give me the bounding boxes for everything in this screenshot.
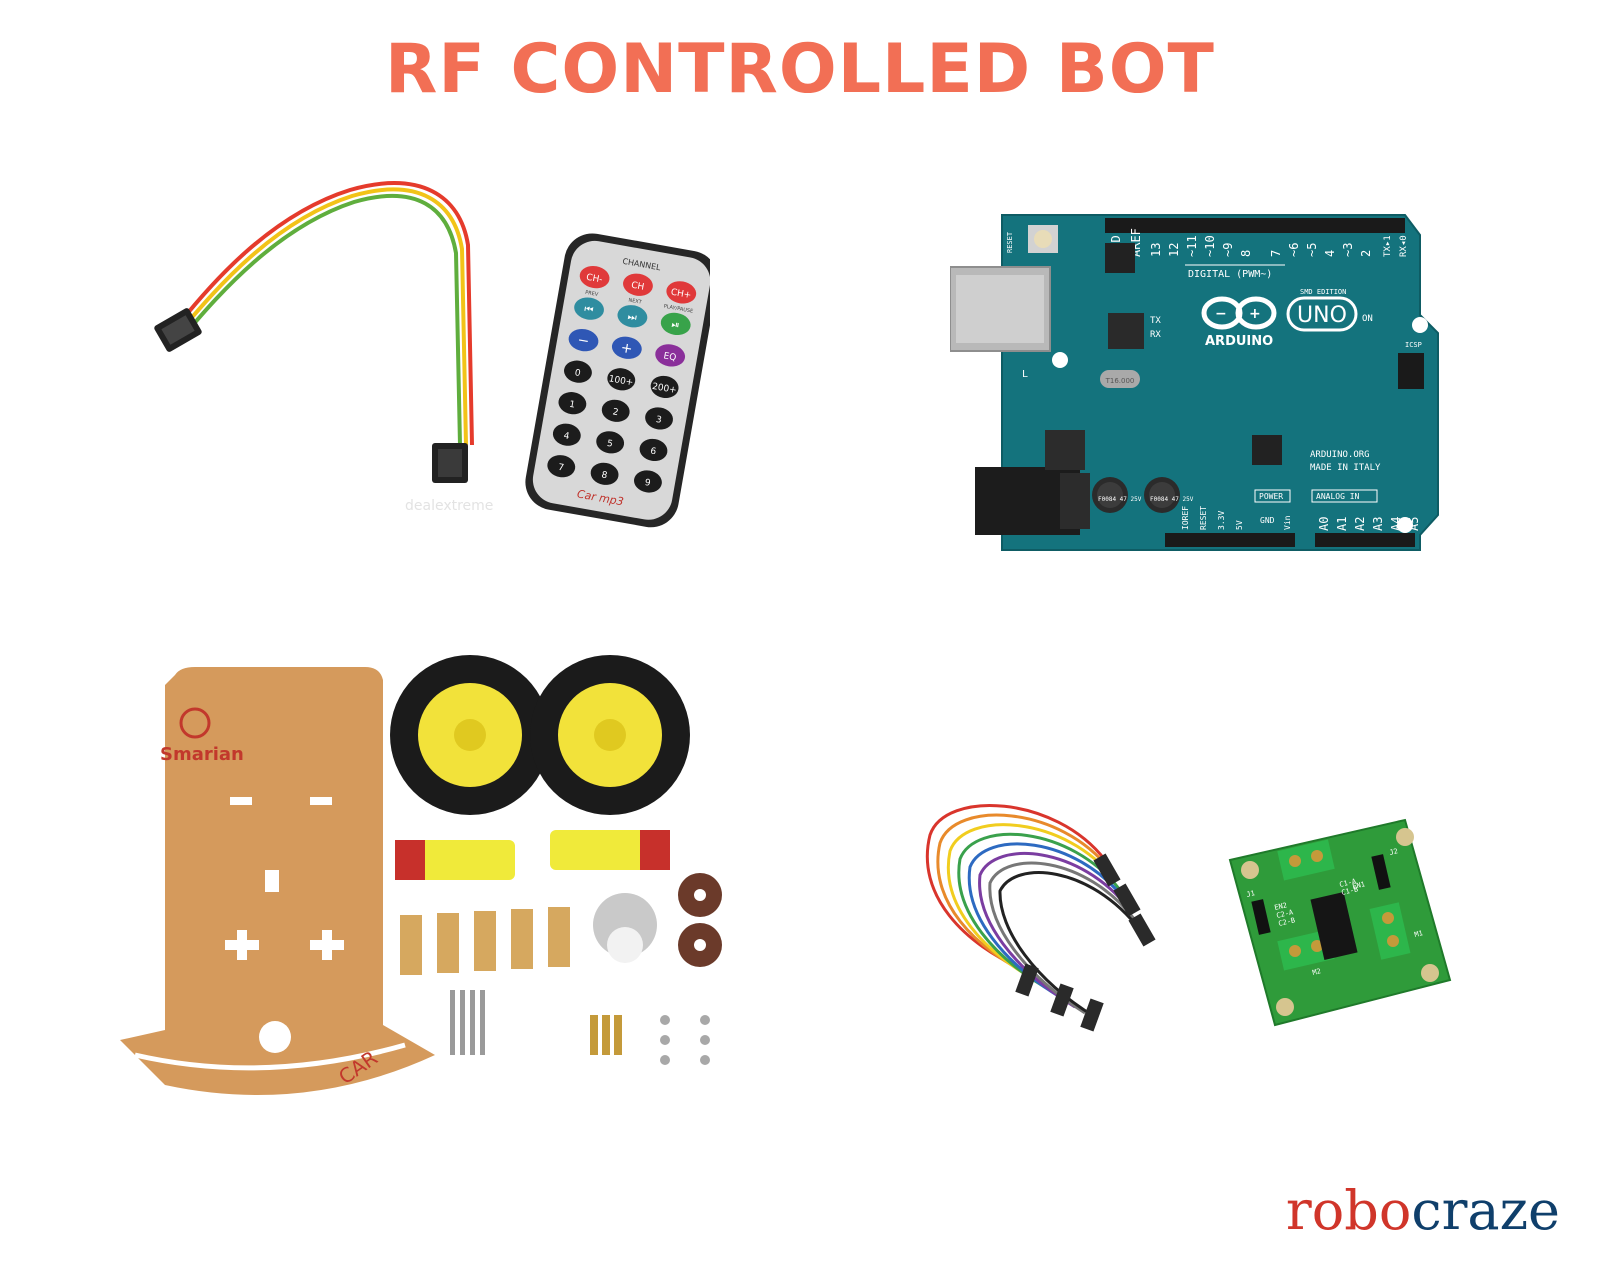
svg-text:7: 7 (557, 463, 564, 474)
svg-text:EN2: EN2 (1274, 901, 1288, 912)
svg-text:4: 4 (1323, 250, 1337, 257)
svg-text:Vin: Vin (1283, 515, 1292, 530)
svg-text:NEXT: NEXT (628, 297, 643, 305)
svg-text:200+: 200+ (651, 382, 677, 396)
svg-text:SMD EDITION: SMD EDITION (1300, 288, 1346, 296)
svg-text:F0084 47 25V: F0084 47 25V (1098, 496, 1142, 503)
svg-text:5V: 5V (1235, 520, 1244, 530)
svg-text:⏮: ⏮ (583, 304, 594, 316)
svg-text:EN1: EN1 (1352, 880, 1366, 891)
svg-text:L: L (1022, 369, 1028, 380)
svg-text:MADE IN ITALY: MADE IN ITALY (1310, 463, 1381, 473)
svg-text:4: 4 (563, 431, 571, 442)
digital-label: DIGITAL (PWM~) (1188, 269, 1272, 280)
svg-text:RESET: RESET (1199, 506, 1208, 530)
svg-text:C1-B: C1-B (1341, 885, 1359, 897)
svg-text:A0: A0 (1317, 517, 1331, 531)
arduino-logo: − + UNO SMD EDITION ARDUINO (1201, 288, 1358, 349)
svg-text:8: 8 (1239, 250, 1253, 257)
svg-text:2: 2 (1359, 250, 1373, 257)
svg-text:C2-B: C2-B (1278, 916, 1296, 928)
ir-remote-kit-illustration: CHANNEL CH- CH CH+ ⏮ ⏭ ⏯ PREV NEXT PLAY/… (154, 181, 710, 528)
svg-text:A3: A3 (1371, 517, 1385, 531)
watermark-text: dealextreme (405, 498, 493, 514)
arduino-uno-illustration: RESET GND AREF 13 12 ~11 ~10 ~9 8 7 ~6 ~… (950, 214, 1439, 551)
svg-text:J2: J2 (1389, 847, 1399, 857)
svg-text:J1: J1 (1246, 889, 1256, 899)
svg-text:0: 0 (574, 368, 582, 379)
svg-text:~5: ~5 (1305, 243, 1319, 257)
robot-chassis-kit-image: Smarian CAR (105, 645, 755, 1130)
svg-text:~10: ~10 (1203, 235, 1217, 257)
jumper-wires-image (905, 795, 1175, 1035)
arduino-uno-image: RESET GND AREF 13 12 ~11 ~10 ~9 8 7 ~6 ~… (950, 205, 1460, 575)
svg-text:9: 9 (644, 478, 652, 489)
svg-text:6: 6 (649, 447, 657, 458)
svg-text:⏭: ⏭ (627, 312, 638, 324)
svg-text:C1-A: C1-A (1339, 877, 1358, 889)
svg-text:8: 8 (601, 470, 609, 481)
svg-text:TX▸1: TX▸1 (1383, 235, 1393, 257)
svg-text:ON: ON (1362, 314, 1373, 324)
svg-text:13: 13 (1149, 243, 1163, 257)
svg-text:ANALOG IN: ANALOG IN (1316, 492, 1360, 501)
motor-driver-illustration: C1-A C1-B EN1 EN2 C2-A C2-B M1 M2 J1 J2 (1228, 818, 1452, 1027)
logo-text-craze: craze (1411, 1179, 1560, 1242)
svg-text:100+: 100+ (608, 374, 634, 388)
remote-ch-plus-label: CH+ (670, 288, 692, 301)
svg-text:3.3V: 3.3V (1217, 511, 1226, 530)
remote-ch-label: CH (630, 281, 645, 293)
motor-driver-board-image: C1-A C1-B EN1 EN2 C2-A C2-B M1 M2 J1 J2 (1225, 815, 1455, 1030)
svg-text:~9: ~9 (1221, 243, 1235, 257)
svg-text:ICSP: ICSP (1405, 341, 1422, 349)
svg-text:3: 3 (655, 415, 662, 426)
svg-text:T16.000: T16.000 (1105, 377, 1135, 385)
svg-text:M1: M1 (1414, 929, 1424, 939)
svg-text:IOREF: IOREF (1181, 506, 1190, 530)
svg-text:TX: TX (1150, 316, 1161, 326)
svg-text:PLAY/PAUSE: PLAY/PAUSE (663, 304, 693, 315)
svg-text:~6: ~6 (1287, 243, 1301, 257)
svg-text:12: 12 (1167, 243, 1181, 257)
remote-ch-minus-label: CH- (585, 273, 603, 286)
power-pin-labels: IOREF RESET 3.3V 5V GND Vin (1181, 506, 1292, 530)
model-label: UNO (1297, 303, 1347, 328)
svg-text:ARDUINO.ORG: ARDUINO.ORG (1310, 450, 1370, 460)
svg-text:GND: GND (1260, 516, 1275, 525)
svg-text:5: 5 (606, 439, 613, 450)
jumper-wires-illustration (925, 803, 1156, 1032)
svg-text:POWER: POWER (1259, 492, 1283, 501)
svg-text:⏯: ⏯ (671, 319, 681, 331)
svg-text:~3: ~3 (1341, 243, 1355, 257)
robocraze-logo[interactable]: robocraze (1286, 1184, 1560, 1238)
svg-text:2: 2 (612, 407, 619, 418)
arduino-brand: ARDUINO (1205, 334, 1273, 349)
svg-text:RX◂0: RX◂0 (1399, 235, 1409, 257)
svg-text:+: + (619, 340, 633, 358)
page-title: RF CONTROLLED BOT (385, 30, 1215, 109)
chassis-brand: Smarian (160, 744, 244, 765)
svg-text:−: − (1215, 306, 1227, 322)
svg-text:A1: A1 (1335, 517, 1349, 531)
chassis-kit-illustration: Smarian CAR (120, 655, 722, 1095)
logo-text-robo: robo (1285, 1179, 1412, 1242)
svg-text:PREV: PREV (585, 290, 599, 298)
remote-eq-label: EQ (663, 351, 677, 363)
svg-text:RX: RX (1150, 330, 1161, 340)
svg-text:~11: ~11 (1185, 235, 1199, 257)
svg-text:A2: A2 (1353, 517, 1367, 531)
svg-text:RESET: RESET (1006, 231, 1014, 253)
svg-text:F0084 47 25V: F0084 47 25V (1150, 496, 1194, 503)
svg-text:M2: M2 (1312, 967, 1322, 977)
svg-text:7: 7 (1269, 250, 1283, 257)
svg-text:+: + (1249, 306, 1261, 322)
ir-remote-kit-image: CHANNEL CH- CH CH+ ⏮ ⏭ ⏯ PREV NEXT PLAY/… (150, 175, 710, 545)
svg-text:−: − (576, 332, 590, 350)
svg-text:1: 1 (568, 400, 575, 411)
svg-text:C2-A: C2-A (1276, 908, 1295, 920)
